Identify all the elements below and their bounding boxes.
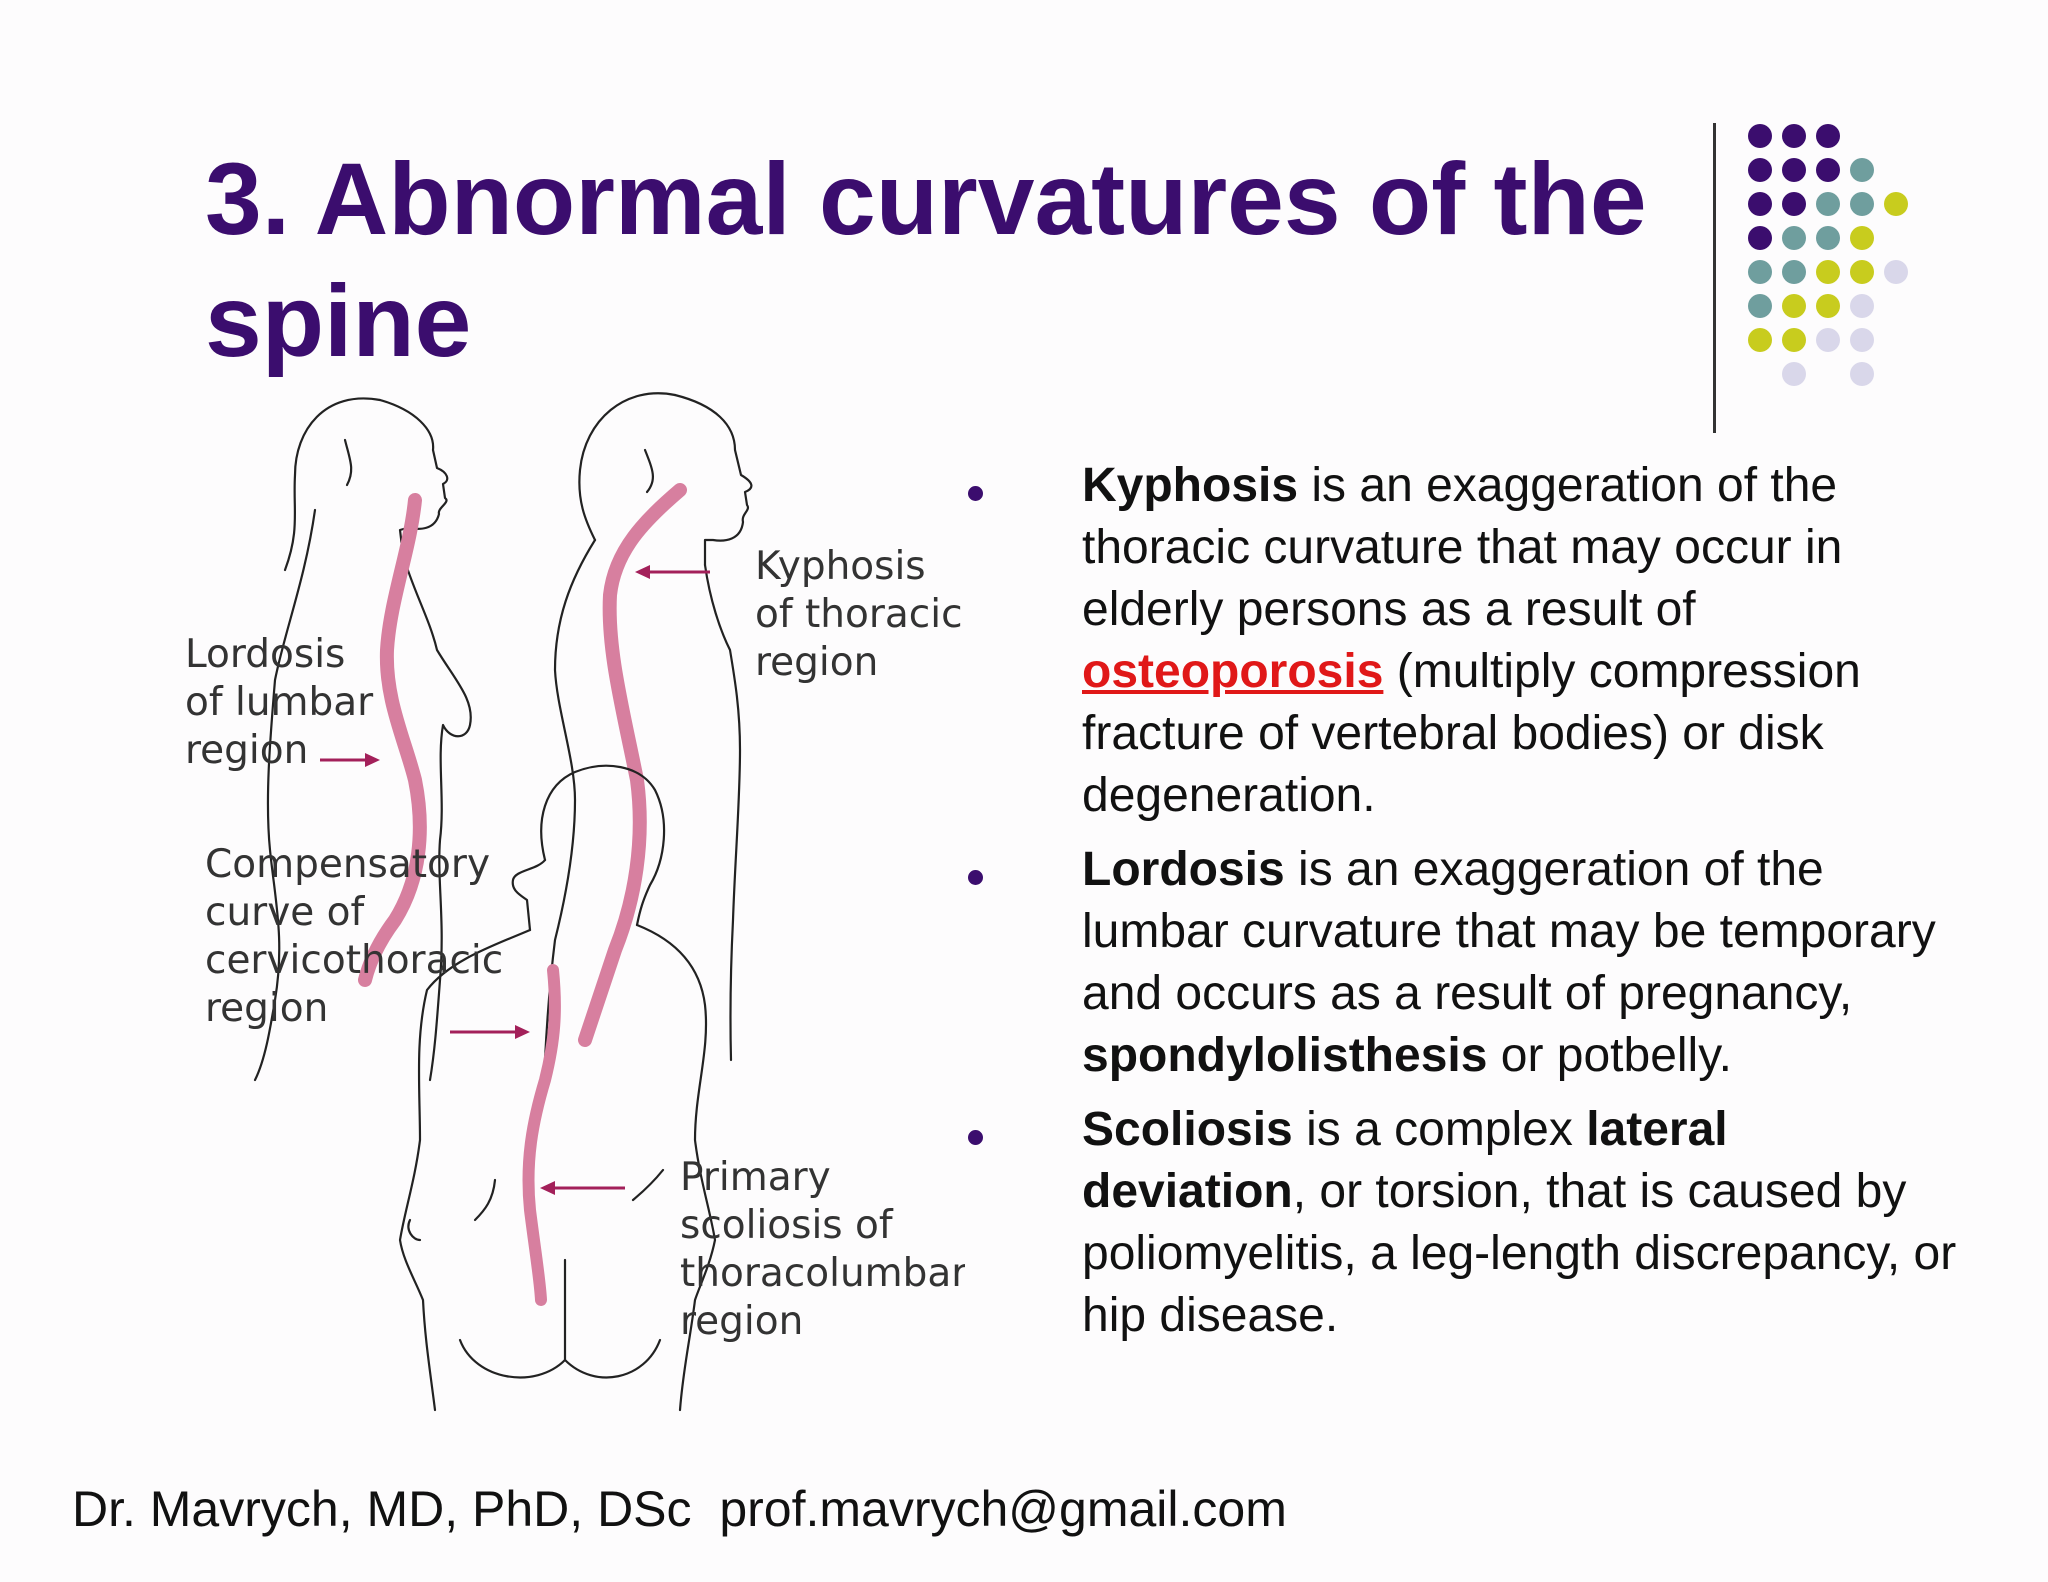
scoliosis-label-line: Primary [680,1155,831,1200]
decor-dot [1850,260,1874,284]
term-spondylolisthesis: spondylolisthesis [1082,1029,1488,1082]
decor-dot [1748,226,1772,250]
decor-dot [1816,192,1840,216]
decor-dot [1782,362,1806,386]
kyphosis-text: is an exaggeration of the thoracic curva… [1082,459,1843,636]
decor-dot [1782,124,1806,148]
decor-dot [1816,226,1840,250]
decor-dot [1850,294,1874,318]
scoliosis-text: is a complex [1292,1103,1587,1156]
osteoporosis-link[interactable]: osteoporosis [1082,645,1384,698]
scoliosis-label-line: region [680,1299,803,1344]
lordosis-figure [253,397,472,1082]
lordosis-arrow [320,753,380,767]
decor-dot [1748,294,1772,318]
lordosis-label-line: Lordosis [185,632,345,677]
decor-dot [1816,260,1840,284]
decor-dot [1748,260,1772,284]
title-divider-line [1713,123,1716,433]
kyphosis-label-line: Kyphosis [755,544,926,589]
kyphosis-figure [543,392,753,1062]
scoliosis-text-end: , or torsion, that is caused by poliomye… [1082,1165,1957,1342]
scoliosis-label-line: thoracolumbar [680,1251,965,1296]
author-footer: Dr. Mavrych, MD, PhD, DSc prof.mavrych@g… [72,1481,1287,1537]
lordosis-label-line: region [185,728,308,773]
compensatory-arrow [450,1025,530,1039]
decor-dot [1748,192,1772,216]
scoliosis-figure [398,764,717,1412]
compensatory-label-line: cervicothoracic [205,938,503,983]
compensatory-label-line: Compensatory [205,842,490,887]
compensatory-curve-label: Compensatory curve of cervicothoracic re… [205,842,516,1031]
scoliosis-label: Primary scoliosis of thoracolumbar regio… [680,1155,965,1344]
lordosis-text: is an exaggeration of the lumbar curvatu… [1082,843,1936,1020]
compensatory-label-line: curve of [205,890,366,935]
decor-dot [1850,192,1874,216]
decor-dot [1884,260,1908,284]
decor-dot [1782,158,1806,182]
term-scoliosis: Scoliosis [1082,1103,1293,1156]
bullet-kyphosis: Kyphosis is an exaggeration of the thora… [960,455,1960,827]
kyphosis-label-line: region [755,640,878,685]
decor-dot [1816,158,1840,182]
lordosis-label: Lordosis of lumbar region [185,632,386,773]
decor-dot [1850,158,1874,182]
lordosis-text-end: or potbelly. [1487,1029,1732,1082]
decor-dot [1816,124,1840,148]
slide-title: 3. Abnormal curvatures of the spine [205,142,1647,378]
kyphosis-text-end: (multiply compression fracture of verteb… [1082,645,1861,822]
lordosis-label-line: of lumbar [185,680,374,725]
kyphosis-label: Kyphosis of thoracic region [755,544,965,685]
bullet-icon [968,870,983,885]
compensatory-label-line: region [205,986,328,1031]
kyphosis-arrow [635,565,710,579]
spine-curvature-illustration: Lordosis of lumbar region Kyphosis of th… [185,392,965,1412]
decorative-dot-pattern [1748,124,1908,386]
decor-dot [1850,226,1874,250]
decor-dot [1816,294,1840,318]
decor-dot [1748,328,1772,352]
decor-dot [1816,328,1840,352]
scoliosis-label-line: scoliosis of [680,1203,894,1248]
decor-dot [1748,124,1772,148]
term-lordosis: Lordosis [1082,843,1285,896]
bullet-icon [968,486,983,501]
decor-dot [1782,294,1806,318]
bullet-list: Kyphosis is an exaggeration of the thora… [960,455,1960,1359]
bullet-icon [968,1130,983,1145]
scoliosis-arrow [540,1181,625,1195]
decor-dot [1748,158,1772,182]
decor-dot [1782,328,1806,352]
term-lateral-deviation: lateral deviation [1082,1103,1728,1218]
decor-dot [1850,362,1874,386]
bullet-scoliosis: Scoliosis is a complex lateral deviation… [960,1099,1960,1347]
bullet-lordosis: Lordosis is an exaggeration of the lumba… [960,839,1960,1087]
decor-dot [1782,192,1806,216]
term-kyphosis: Kyphosis [1082,459,1299,512]
decor-dot [1850,328,1874,352]
decor-dot [1884,192,1908,216]
decor-dot [1782,260,1806,284]
kyphosis-label-line: of thoracic [755,592,963,637]
decor-dot [1782,226,1806,250]
